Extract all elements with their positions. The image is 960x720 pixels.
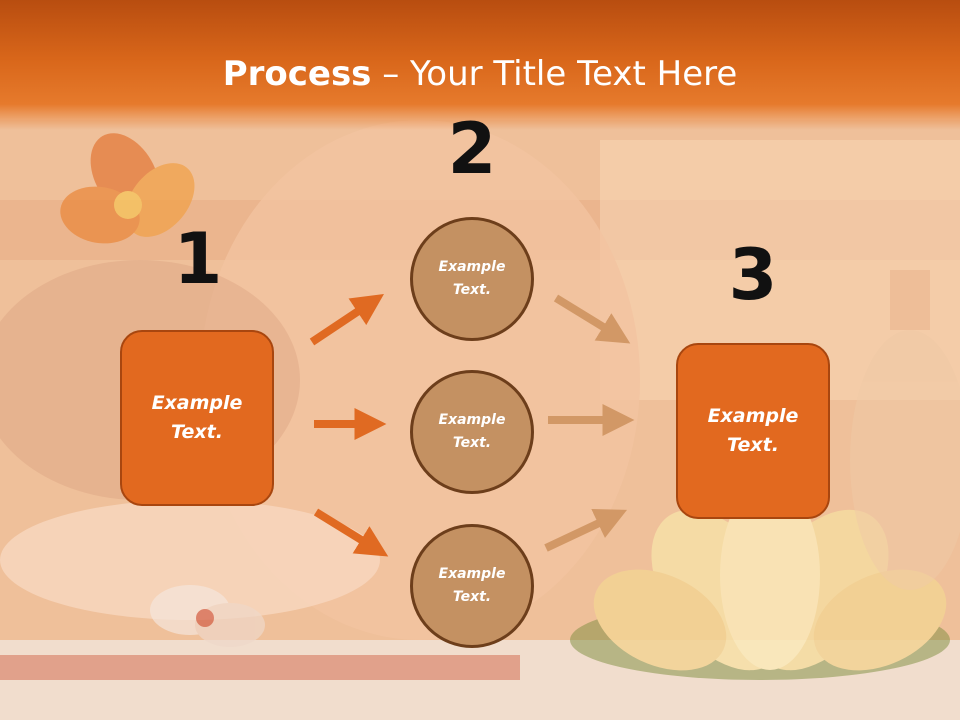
bottle-decoration — [850, 270, 960, 590]
lotus-decoration — [570, 480, 950, 680]
title-rest: – Your Title Text Here — [371, 54, 738, 94]
step-3-label-line2: Text. — [727, 434, 779, 456]
small-flower-decoration — [150, 585, 265, 647]
arrow-bottom-to-3 — [544, 509, 628, 552]
circle-bottom-line1: Example — [438, 566, 506, 582]
arrow-top-to-3 — [553, 294, 631, 344]
step-1-label-line2: Text. — [171, 421, 223, 443]
slide-title: Process – Your Title Text Here — [0, 52, 960, 96]
step-3-label-line1: Example — [707, 405, 799, 427]
title-bold: Process — [222, 54, 372, 94]
circle-middle-line1: Example — [438, 412, 506, 428]
arrow-1-to-bottom — [313, 508, 389, 557]
title-bar — [0, 0, 960, 130]
step-number-2: 2 — [447, 108, 497, 190]
flower-decoration — [60, 133, 195, 244]
arrow-1-to-top — [309, 294, 384, 346]
circle-top-line1: Example — [438, 259, 506, 275]
step-number-1: 1 — [173, 218, 223, 300]
step-number-3: 3 — [728, 234, 778, 316]
circle-middle-line2: Text. — [452, 435, 492, 451]
circle-bottom-line2: Text. — [452, 589, 492, 605]
circle-top-line2: Text. — [452, 282, 492, 298]
step-1-label-line1: Example — [151, 392, 243, 414]
